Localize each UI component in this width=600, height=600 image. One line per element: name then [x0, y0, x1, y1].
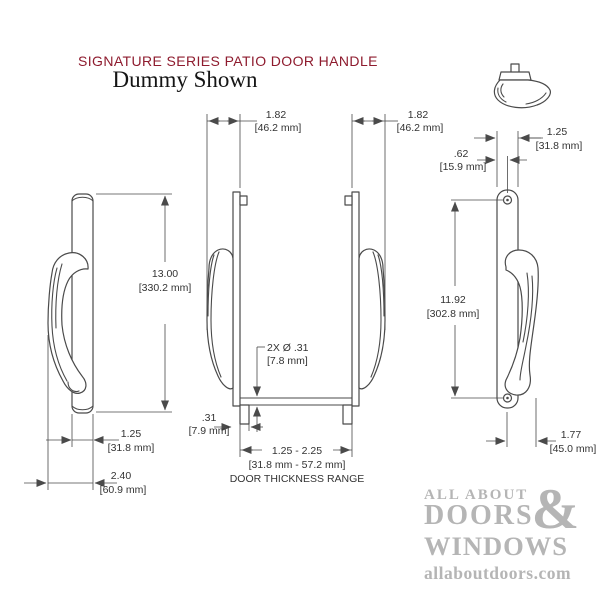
page-subtitle: Dummy Shown [112, 67, 258, 92]
grip-end-loop [67, 381, 80, 393]
grip-rib [522, 272, 529, 343]
dim-hole-offset-mm: [15.9 mm] [440, 161, 487, 173]
dim-height-value: 13.00 [152, 268, 178, 280]
logo-line-doors: DOORS [424, 499, 534, 531]
dim-screw-holes-value: 2X Ø .31 [267, 342, 309, 354]
dim-hole-spacing-value: 11.92 [440, 294, 466, 306]
dim-plate-depth-a: 1.82 [46.2 mm] [206, 109, 302, 330]
dim-hole-offset-value: .62 [454, 148, 469, 160]
body-top-arc [71, 196, 94, 202]
dim-plate-depth-b-value: 1.82 [408, 109, 429, 121]
dim-plate-width-mm: [31.8 mm] [536, 140, 583, 152]
dim-door-thickness-mm: [31.8 mm - 57.2 mm] [249, 459, 346, 471]
backplate-edge [232, 191, 241, 407]
dim-hole-spacing: 11.92 [302.8 mm] [427, 199, 503, 399]
grip-rib [377, 254, 385, 317]
plate-tab [239, 195, 248, 206]
dim-handle-depth-mm: [45.0 mm] [550, 443, 597, 455]
grip-rib [55, 263, 63, 329]
dim-screw-holes: 2X Ø .31 [7.8 mm] [253, 342, 309, 432]
thumb-latch-icon [493, 63, 551, 109]
dim-hole-offset: .62 [15.9 mm] [440, 148, 527, 193]
view-edge-exterior: 1.82 [46.2 mm] 2X Ø .31 [7.8 mm] .31 [7.… [189, 109, 365, 485]
dim-plate-depth-b: 1.82 [46.2 mm] [351, 109, 444, 330]
dim-plate-offset-value: .31 [202, 412, 217, 424]
dim-hole-spacing-mm: [302.8 mm] [427, 308, 480, 320]
screw-hole-top-center [506, 198, 509, 202]
logo-line-all-about: ALL ABOUT [424, 487, 529, 503]
dim-plate-depth-b-mm: [46.2 mm] [397, 122, 444, 134]
dim-plate-width: 1.25 [31.8 mm] [474, 126, 582, 187]
mount-post [239, 404, 250, 425]
grip-rib [370, 251, 382, 378]
dim-screw-holes-mm: [7.8 mm] [267, 355, 308, 367]
dim-handle-depth-value: 1.77 [561, 429, 582, 441]
plate-tab [344, 195, 353, 206]
dim-door-thickness: 1.25 - 2.25 [31.8 mm - 57.2 mm] DOOR THI… [230, 424, 365, 485]
dim-body-depth-mm: [60.9 mm] [100, 484, 147, 496]
dim-door-thickness-note: DOOR THICKNESS RANGE [230, 473, 365, 485]
logo-line-windows: WINDOWS [424, 530, 568, 561]
dim-height-mm: [330.2 mm] [139, 282, 192, 294]
door-edge [239, 397, 353, 406]
company-logo: ALL ABOUT DOORS & WINDOWS allaboutdoors.… [424, 478, 584, 584]
body-bottom-arc [71, 405, 94, 411]
grip-front-outline [504, 249, 539, 396]
dim-body-depth-value: 2.40 [111, 470, 132, 482]
grip-rib [207, 254, 215, 317]
backplate-edge [351, 191, 360, 407]
logo-ampersand: & [531, 478, 580, 541]
dim-plate-offset-mm: [7.9 mm] [189, 425, 230, 437]
dim-plate-depth-a-mm: [46.2 mm] [255, 122, 302, 134]
logo-website: allaboutdoors.com [424, 563, 572, 584]
grip-rib [210, 251, 222, 378]
grip-rib [519, 275, 534, 381]
dim-handle-depth: 1.77 [45.0 mm] [486, 398, 596, 455]
dim-height: 13.00 [330.2 mm] [96, 193, 192, 413]
view-front: 1.25 [31.8 mm] .62 [15.9 mm] 11.92 [302.… [427, 126, 597, 455]
screw-hole-bottom-center [506, 396, 509, 400]
grip-outline [47, 252, 89, 394]
view-edge-interior: 1.82 [46.2 mm] [342, 109, 444, 425]
dim-plate-offset: .31 [7.9 mm] [189, 412, 263, 437]
dim-plate-width-value: 1.25 [547, 126, 568, 138]
dim-body-width: 1.25 [31.8 mm] [46, 414, 154, 490]
dim-plate-depth-a-value: 1.82 [266, 109, 287, 121]
page-title: SIGNATURE SERIES PATIO DOOR HANDLE [78, 53, 378, 69]
dim-body-width-mm: [31.8 mm] [108, 442, 155, 454]
view-side-profile: 13.00 [330.2 mm] 1.25 [31.8 mm] 2.40 [60… [24, 193, 192, 496]
dim-door-thickness-value: 1.25 - 2.25 [272, 445, 322, 457]
handle-body [71, 193, 94, 414]
grip-rib [51, 267, 68, 382]
mount-post [342, 404, 353, 425]
dim-body-depth: 2.40 [60.9 mm] [24, 335, 146, 496]
dim-body-width-value: 1.25 [121, 428, 142, 440]
